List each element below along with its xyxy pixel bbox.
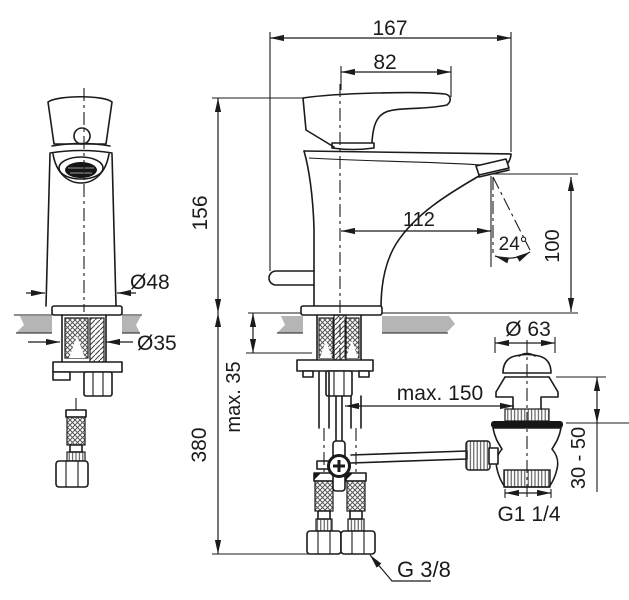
hex-nut-front bbox=[55, 460, 89, 488]
hose-collar-right bbox=[349, 510, 363, 520]
waste-knurled-nut bbox=[465, 440, 491, 471]
dim-deck-thickness-label: max. 35 bbox=[223, 361, 245, 432]
deck-side-lines bbox=[248, 312, 578, 334]
body-top-edge bbox=[303, 150, 512, 155]
hex-nut-left bbox=[306, 530, 342, 555]
deck-left-slab bbox=[16, 316, 52, 333]
base-flange-front bbox=[51, 305, 123, 316]
body-front bbox=[45, 153, 117, 307]
handle-back-edge bbox=[302, 97, 335, 148]
flex-hose-left bbox=[314, 480, 334, 512]
dim-flange-dia-label: Ø 63 bbox=[505, 318, 551, 341]
popup-rod bbox=[335, 395, 343, 442]
hose-ferrule-front bbox=[65, 409, 87, 418]
shank-front bbox=[61, 314, 107, 363]
mounting-plate-front bbox=[52, 361, 123, 373]
rod-to-waste bbox=[350, 450, 468, 464]
dim-total-depth-label: 167 bbox=[372, 17, 407, 40]
ext-167 bbox=[269, 32, 512, 271]
aerator-mesh bbox=[65, 162, 97, 178]
handle-base-rim bbox=[49, 142, 113, 154]
dim-height-label: 156 bbox=[189, 195, 212, 230]
flex-hose-right bbox=[346, 480, 366, 512]
plate-tab-right bbox=[358, 370, 370, 378]
supply-shank-notch bbox=[69, 336, 85, 358]
deck-side-left bbox=[277, 316, 303, 333]
popup-knob bbox=[268, 270, 315, 286]
body-back-edge bbox=[303, 150, 315, 309]
waste-assembly bbox=[465, 340, 563, 497]
dim-outlet-height-label: 100 bbox=[542, 229, 564, 262]
aerator-mesh-lines bbox=[68, 167, 94, 174]
handle-indicator-dot bbox=[73, 127, 91, 145]
deck-side-right bbox=[382, 316, 455, 333]
dim-rod-travel-label: max. 150 bbox=[397, 382, 483, 405]
dim-body-dia-label: Ø48 bbox=[130, 271, 170, 294]
handle-front bbox=[47, 96, 113, 145]
shank-notch-left bbox=[320, 340, 332, 358]
plug-skirt bbox=[495, 376, 559, 410]
hose-knurl-front bbox=[66, 451, 86, 462]
dim-angle-label: 24° bbox=[499, 234, 528, 255]
hose-collar-front bbox=[69, 444, 83, 453]
dim-reach-label: 112 bbox=[403, 209, 435, 231]
shank-side bbox=[316, 314, 362, 361]
deck-edge-lines bbox=[14, 314, 142, 334]
lever-handle bbox=[302, 91, 451, 143]
supply-thread-label: G 3/8 bbox=[397, 557, 451, 582]
dimensions: 167 82 156 380 max. 35 112 24° 100 Ø48 bbox=[26, 17, 629, 582]
waste-nut-neck bbox=[488, 447, 499, 465]
supply-tubes bbox=[318, 371, 362, 429]
deck-left-slab2 bbox=[122, 316, 141, 333]
side-view bbox=[248, 84, 578, 555]
hose-knurl-left bbox=[315, 518, 333, 532]
hex-nut-right bbox=[340, 530, 376, 555]
aerator-ring bbox=[58, 156, 104, 180]
dim-depth-range-label: 30 - 50 bbox=[568, 427, 590, 489]
hose-centerlines bbox=[323, 428, 357, 473]
dim-handle-label: 82 bbox=[373, 51, 396, 74]
plate-step-front bbox=[52, 371, 71, 381]
mounting-stud-front bbox=[89, 317, 105, 369]
spout-outlet bbox=[475, 158, 510, 176]
shank-notch-right bbox=[346, 340, 358, 358]
hose-collar-left bbox=[317, 510, 331, 520]
dim-angle-arc bbox=[494, 251, 531, 264]
flex-hose-front bbox=[66, 416, 86, 446]
plate-tab-left bbox=[302, 370, 314, 378]
ext-3050 bbox=[556, 376, 629, 492]
supply-thread-leader bbox=[369, 554, 431, 582]
body-top-inner bbox=[308, 157, 495, 167]
nut-facets-front bbox=[92, 372, 104, 396]
handle-base-cap bbox=[331, 142, 375, 151]
mounting-plate-side bbox=[296, 359, 374, 372]
ferrule-mark-left bbox=[314, 473, 321, 480]
spout-chin bbox=[52, 153, 110, 184]
front-view bbox=[14, 88, 142, 488]
mounting-nut-side bbox=[325, 370, 353, 397]
mounting-nut-front bbox=[83, 371, 113, 397]
dim-underdeck-label: 380 bbox=[188, 427, 211, 462]
hose-knurl-right bbox=[347, 518, 365, 532]
nut-facets-side bbox=[333, 371, 345, 396]
hex-nut-facets-front bbox=[65, 461, 79, 487]
base-flange-side bbox=[300, 305, 383, 316]
pivot-screw-cross bbox=[333, 460, 345, 472]
ferrule-mark-right bbox=[346, 473, 353, 480]
spout-underside bbox=[380, 175, 480, 309]
hex-nut-facets bbox=[317, 531, 365, 554]
waste-thread-label: G1 1/4 bbox=[497, 503, 560, 526]
dim-hole-dia-label: Ø35 bbox=[137, 332, 177, 355]
